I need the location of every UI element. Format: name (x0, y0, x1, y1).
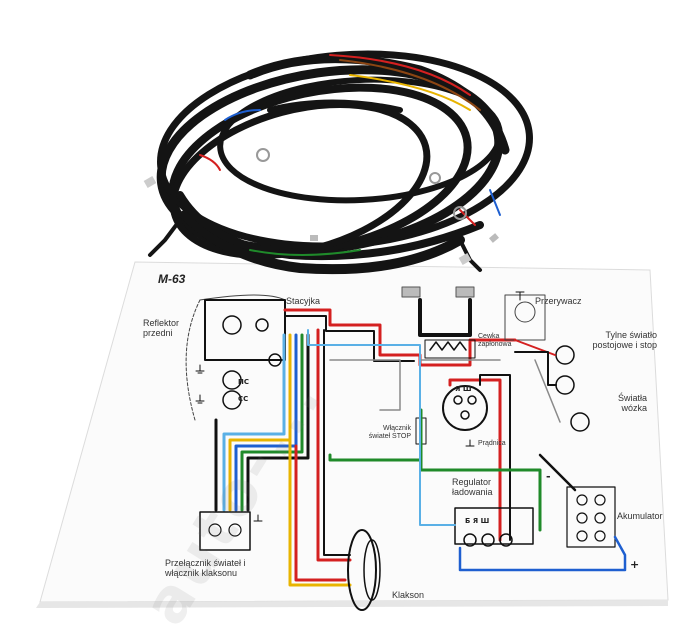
diagram-title: M-63 (158, 272, 186, 286)
label-klakson: Klakson (392, 590, 425, 600)
colored-wires (199, 54, 501, 256)
paper-sheet (39, 261, 669, 603)
cable-harness (148, 50, 533, 275)
label-pradnica: Prądnica (478, 440, 506, 447)
label-swiatla-wozka: Światła wózka (617, 393, 647, 414)
label-akumulator: Akumulator (617, 511, 663, 521)
symbol-minus: - (546, 470, 551, 483)
label-reflektor: Reflektor przedni (143, 318, 180, 339)
label-cewka: Cewka zapłonowa (478, 333, 512, 349)
symbol-cc: СС (238, 395, 249, 403)
symbol-plus: + (630, 558, 640, 571)
label-stacyjka: Stacyjka (286, 296, 321, 306)
symbol-bya: Б Я Ш (465, 517, 490, 525)
label-wlacznik-stop: Włącznik świateł STOP (368, 425, 411, 441)
connectors (143, 148, 499, 265)
symbol-ysh: Я Ш (455, 385, 472, 393)
label-przelacznik: Przełącznik świateł i włącznik klaksonu (165, 558, 246, 579)
schematic (185, 286, 627, 611)
paper-shadow (36, 600, 668, 608)
label-regulator: Regulator ładowania (452, 477, 493, 498)
label-przerywacz: Przerywacz (535, 296, 582, 306)
symbol-pc: ПС (238, 378, 249, 386)
label-tylne: Tylne światło postojowe i stop (592, 330, 657, 351)
